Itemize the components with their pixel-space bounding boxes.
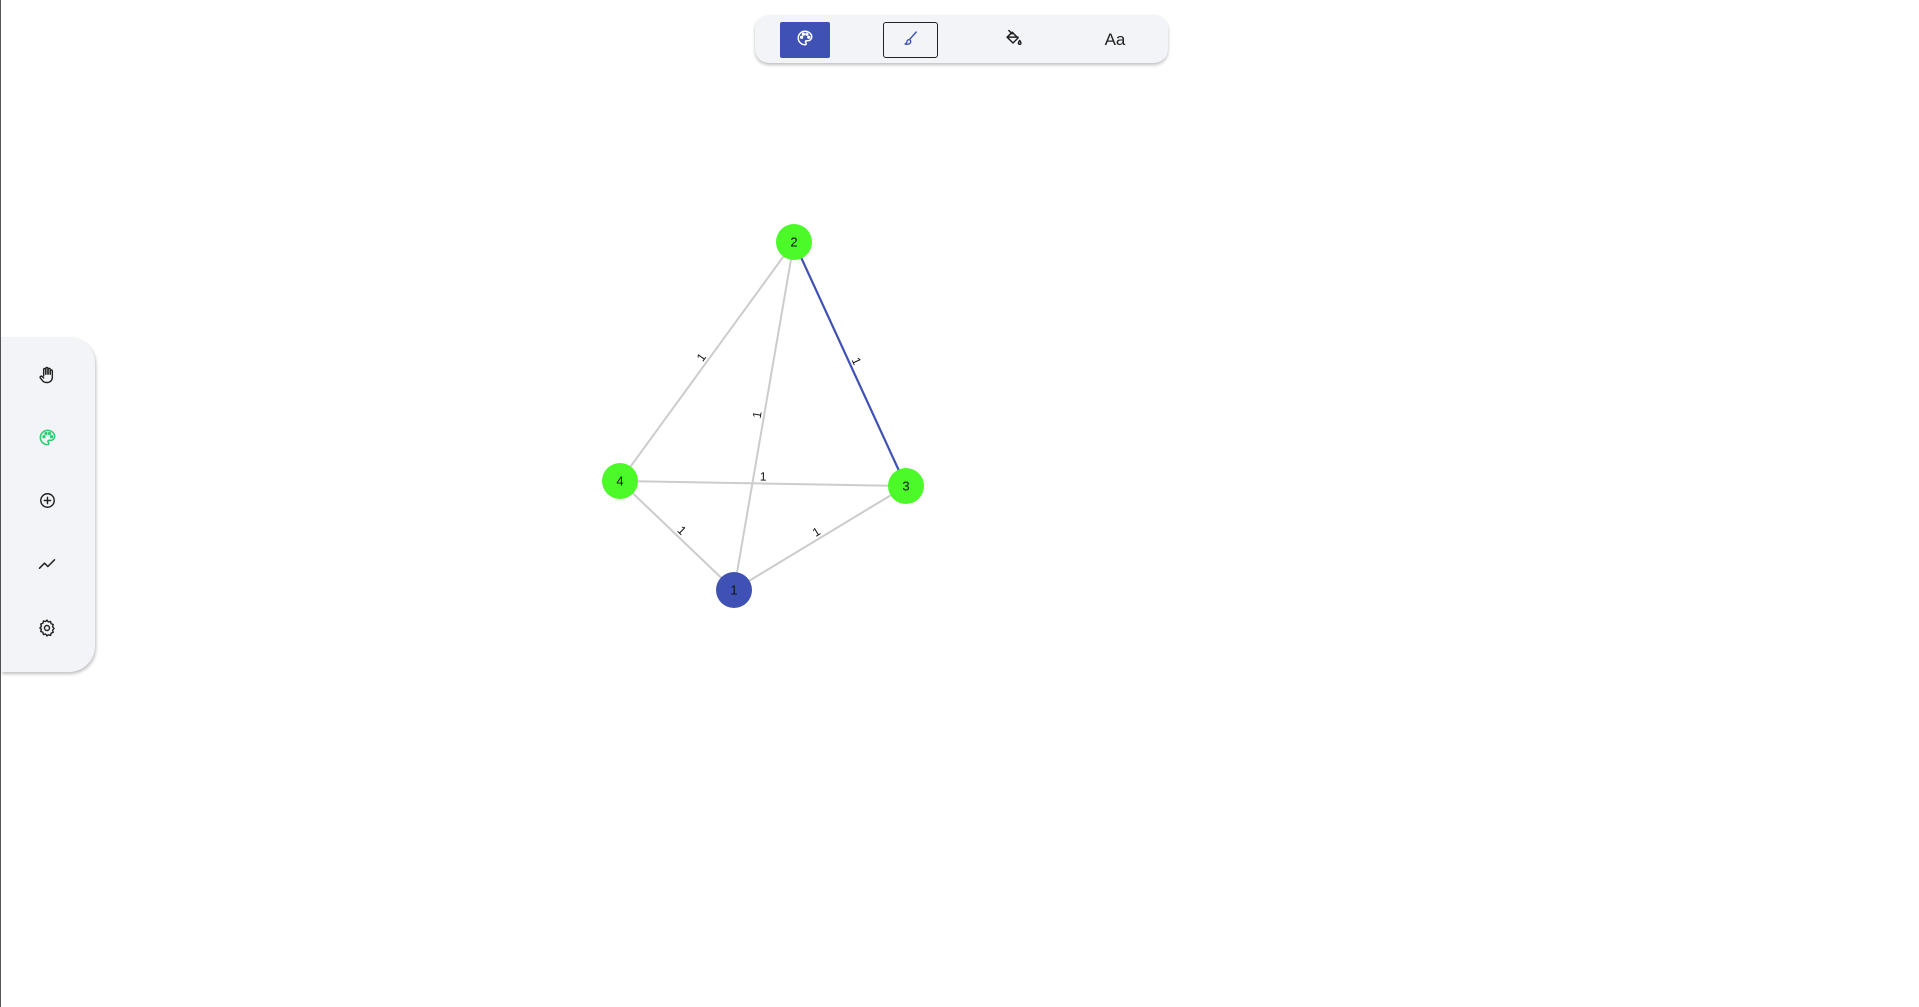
- nodes-layer: 1 2 3 4: [602, 224, 924, 608]
- paint-bucket-icon: [1003, 28, 1023, 53]
- trend-line-icon: [36, 554, 58, 579]
- add-node-button[interactable]: [34, 490, 60, 516]
- text-button[interactable]: Aa: [1090, 22, 1140, 58]
- text-button-label: Aa: [1104, 30, 1126, 49]
- node-circle[interactable]: [776, 224, 812, 260]
- edge-2-1[interactable]: 1: [733, 241, 795, 591]
- gear-icon: [37, 618, 57, 643]
- top-toolbar: Aa: [755, 15, 1168, 63]
- edge-line[interactable]: [619, 480, 735, 591]
- node-circle[interactable]: [602, 463, 638, 499]
- hand-tool-button[interactable]: [34, 364, 60, 390]
- node-circle[interactable]: [888, 468, 924, 504]
- node-circle[interactable]: [716, 572, 752, 608]
- add-circle-icon: [38, 491, 57, 515]
- edge-line[interactable]: [733, 241, 795, 591]
- palette-icon: [38, 428, 57, 452]
- edge-weight-label: 1: [750, 410, 765, 419]
- fill-button[interactable]: [988, 22, 1038, 58]
- palette-button[interactable]: [780, 22, 830, 58]
- edge-line[interactable]: [619, 480, 907, 487]
- palette-icon: [796, 29, 814, 52]
- edge-4-1[interactable]: 1: [619, 480, 735, 591]
- brush-button[interactable]: [883, 22, 938, 58]
- edge-line[interactable]: [793, 241, 907, 487]
- left-sidebar: [1, 337, 95, 672]
- edge-line[interactable]: [733, 485, 907, 591]
- node-label: 3: [902, 479, 909, 494]
- graph-node-3[interactable]: 3: [888, 468, 924, 504]
- add-edge-button[interactable]: [34, 553, 60, 579]
- node-label: 1: [730, 583, 737, 598]
- graph-node-4[interactable]: 4: [602, 463, 638, 499]
- edge-weight-label: 1: [849, 355, 865, 367]
- edge-2-4[interactable]: 1: [619, 241, 795, 482]
- node-label: 2: [790, 235, 797, 250]
- edge-3-1[interactable]: 1: [733, 485, 907, 591]
- edge-4-3[interactable]: 1: [619, 469, 907, 487]
- brush-icon: [902, 29, 920, 52]
- hand-icon: [37, 365, 57, 390]
- edge-weight-label: 1: [760, 469, 767, 483]
- node-label: 4: [616, 474, 623, 489]
- palette-tool-button[interactable]: [34, 427, 60, 453]
- graph-node-2[interactable]: 2: [776, 224, 812, 260]
- graph-node-1[interactable]: 1: [716, 572, 752, 608]
- edge-line[interactable]: [619, 241, 795, 482]
- edge-2-3[interactable]: 1: [793, 241, 907, 487]
- settings-button[interactable]: [34, 617, 60, 643]
